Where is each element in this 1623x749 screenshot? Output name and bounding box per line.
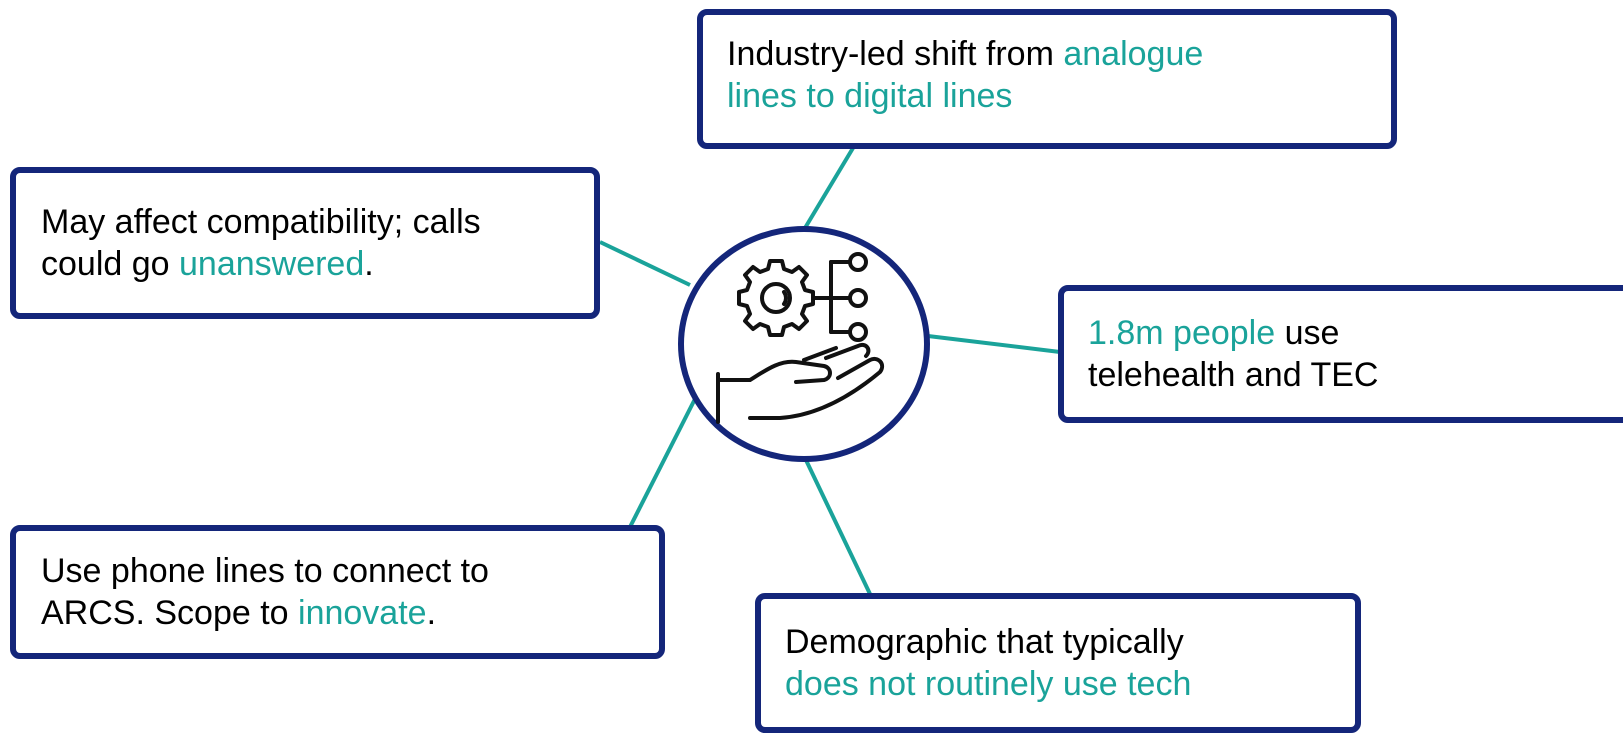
- box-top-accent: analogue: [1063, 35, 1204, 73]
- connector-bottom-left: [628, 394, 699, 528]
- compatibility-box: May affect compatibility; calls could go…: [10, 167, 600, 319]
- demographic-box: Demographic that typically does not rout…: [755, 593, 1361, 733]
- box-bl-line-1: Use phone lines to connect to: [41, 552, 489, 590]
- box-bl-line-2: ARCS. Scope to innovate.: [41, 592, 639, 634]
- arcs-innovate-box: Use phone lines to connect to ARCS. Scop…: [10, 525, 665, 659]
- connector-left: [599, 240, 691, 287]
- central-hub: [678, 226, 930, 462]
- box-bl-accent: innovate: [298, 594, 427, 632]
- connector-bottom: [803, 457, 872, 595]
- shift-analogue-digital-box: Industry-led shift from analogue lines t…: [697, 9, 1397, 149]
- box-right-line-2: telehealth and TEC: [1088, 356, 1379, 394]
- box-top-line-1: Industry-led shift from analogue: [727, 33, 1371, 75]
- telehealth-users-box: 1.8m people use telehealth and TEC: [1058, 285, 1623, 423]
- gear-network-hand-icon: [716, 252, 885, 424]
- box-top-text: Industry-led shift from: [727, 35, 1064, 73]
- box-right-line-1: 1.8m people use: [1088, 312, 1612, 354]
- box-right-text: use: [1275, 314, 1340, 352]
- box-bl-text: ARCS. Scope to: [41, 594, 299, 632]
- box-left-text: could go: [41, 245, 179, 283]
- box-left-line-1: May affect compatibility; calls: [41, 203, 481, 241]
- box-bottom-line-2: does not routinely use tech: [785, 665, 1192, 703]
- box-left-line-2: could go unanswered.: [41, 243, 574, 285]
- box-bl-period: .: [426, 594, 437, 632]
- connector-top: [803, 146, 855, 230]
- box-top-line-2: lines to digital lines: [727, 77, 1013, 115]
- connector-right: [927, 334, 1061, 354]
- box-bottom-line-1: Demographic that typically: [785, 623, 1184, 661]
- box-left-accent: unanswered: [179, 245, 365, 283]
- box-right-accent: 1.8m people: [1088, 314, 1276, 352]
- box-left-period: .: [364, 245, 374, 283]
